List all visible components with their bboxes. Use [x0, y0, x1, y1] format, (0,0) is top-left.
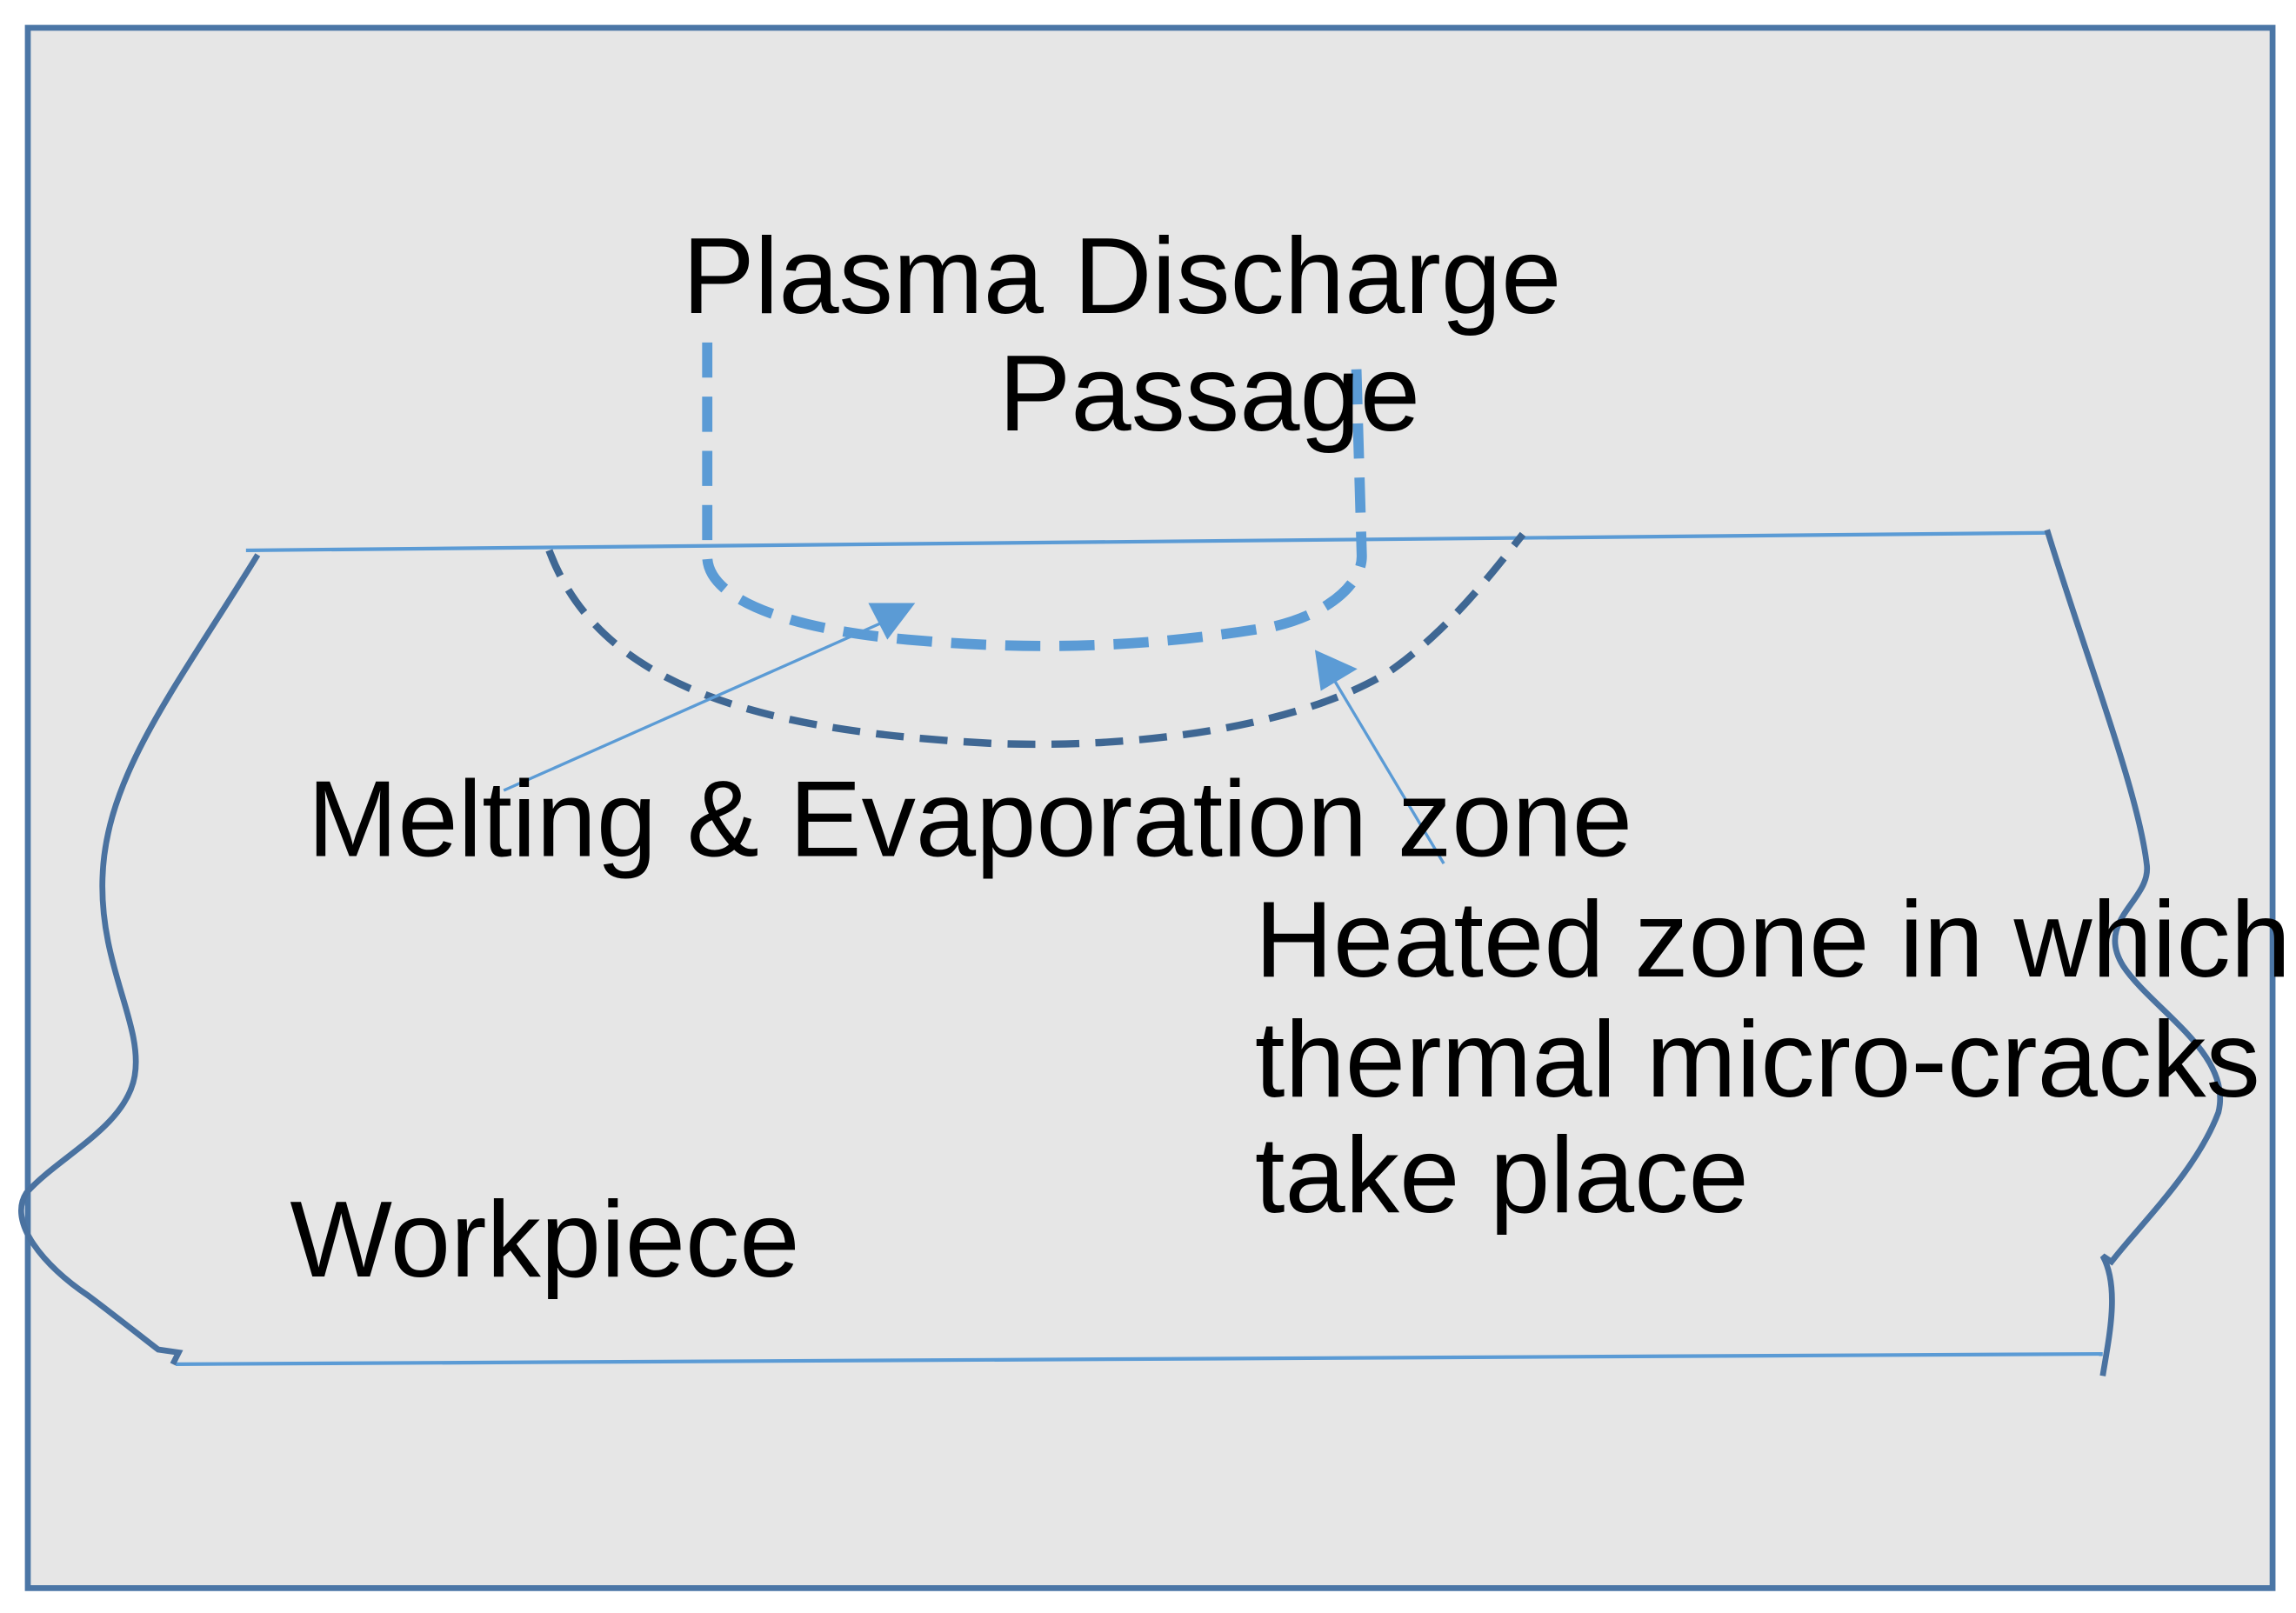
melting-zone-boundary-dashed — [702, 342, 1367, 651]
workpiece-body — [18, 529, 2224, 1376]
heated-zone-boundary-dashed — [545, 531, 1526, 749]
heated-zone-leader-arrow — [1323, 661, 1445, 865]
heated-zone-label-line-3: take place — [1255, 1115, 1749, 1236]
passage-label: Passage — [998, 333, 1420, 454]
melting-zone-leader-arrow — [503, 614, 900, 792]
workpiece-left-break-edge — [18, 553, 261, 1366]
melting-zone-arrowhead — [868, 603, 916, 640]
heated-zone-label-line-2: thermal micro-cracks may — [1255, 999, 2296, 1120]
diagram-frame — [24, 24, 2276, 1591]
heated-zone-label-line-1: Heated zone in which — [1255, 879, 2291, 1000]
heated-zone-arrowhead — [1314, 650, 1358, 691]
workpiece-top-surface — [245, 530, 2047, 553]
plasma-discharge-passage — [702, 342, 1367, 651]
plasma-discharge-label: Plasma Discharge — [683, 216, 1562, 337]
melting-evaporation-zone-label: Melting & Evaporation zone — [308, 759, 1633, 880]
workpiece-bottom-edge — [176, 1351, 2103, 1366]
workpiece-label: Workpiece — [290, 1179, 799, 1300]
workpiece-right-break-edge — [2044, 529, 2224, 1376]
